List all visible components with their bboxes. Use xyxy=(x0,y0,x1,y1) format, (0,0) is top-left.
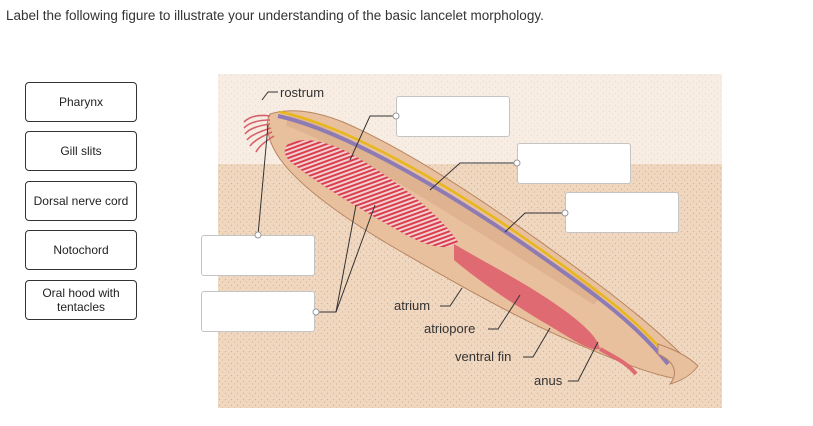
label-tile-text: Notochord xyxy=(53,243,109,257)
gut-shape xyxy=(454,244,600,350)
anus-label: anus xyxy=(534,373,563,388)
instructions-text: Label the following figure to illustrate… xyxy=(6,8,544,23)
label-tile-text: Gill slits xyxy=(60,144,102,158)
lancelet-illustration xyxy=(218,74,722,408)
lancelet-figure: rostrum atrium atriopore ventral fin anu… xyxy=(218,74,722,408)
notochord-line xyxy=(277,114,670,366)
nerve-cord-line xyxy=(279,110,671,361)
drop-target-3[interactable] xyxy=(565,192,679,233)
drop-target-4[interactable] xyxy=(201,235,315,276)
label-tile-text: Oral hood with tentacles xyxy=(42,286,120,314)
label-tile-text: Pharynx xyxy=(58,95,104,109)
label-tile-text: Dorsal nerve cord xyxy=(33,194,129,208)
drop-target-1[interactable] xyxy=(396,96,510,137)
rostrum-label: rostrum xyxy=(280,85,325,100)
drop-target-5[interactable] xyxy=(201,291,315,332)
atriopore-label: atriopore xyxy=(424,321,476,336)
label-tile-pharynx[interactable]: Pharynx xyxy=(25,82,137,122)
label-tile-dorsal-nerve-cord[interactable]: Dorsal nerve cord xyxy=(25,181,137,221)
label-tile-oral-hood[interactable]: Oral hood with tentacles xyxy=(25,280,137,320)
tail-fin xyxy=(657,343,699,385)
atrium-label: atrium xyxy=(394,298,431,313)
label-tile-gill-slits[interactable]: Gill slits xyxy=(25,131,137,171)
ventral-fin-label: ventral fin xyxy=(455,349,512,364)
label-tile-notochord[interactable]: Notochord xyxy=(25,230,137,270)
drop-target-2[interactable] xyxy=(517,143,631,184)
